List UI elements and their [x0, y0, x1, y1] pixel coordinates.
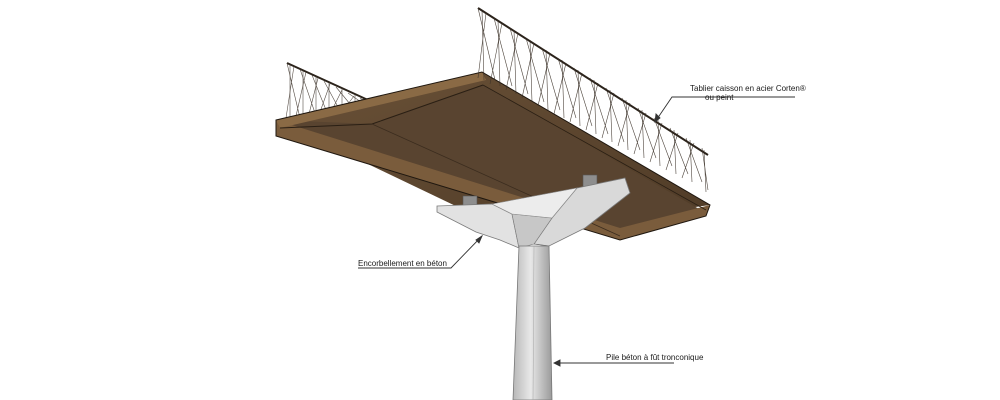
- label-deck-line2: ou peint: [705, 93, 734, 102]
- label-corbel: Encorbellement en béton: [358, 259, 447, 268]
- concrete-corbel: [436, 177, 631, 249]
- leader-pile: [552, 359, 674, 367]
- leader-deck: [654, 96, 795, 124]
- left-railing: [285, 62, 369, 119]
- label-deck-line1: Tablier caisson en acier Corten®: [690, 84, 806, 93]
- leader-corbel: [358, 234, 484, 269]
- tapered-concrete-pile: [512, 245, 553, 400]
- label-pile: Pile béton à fût tronconique: [606, 353, 704, 362]
- right-railing: [477, 7, 709, 193]
